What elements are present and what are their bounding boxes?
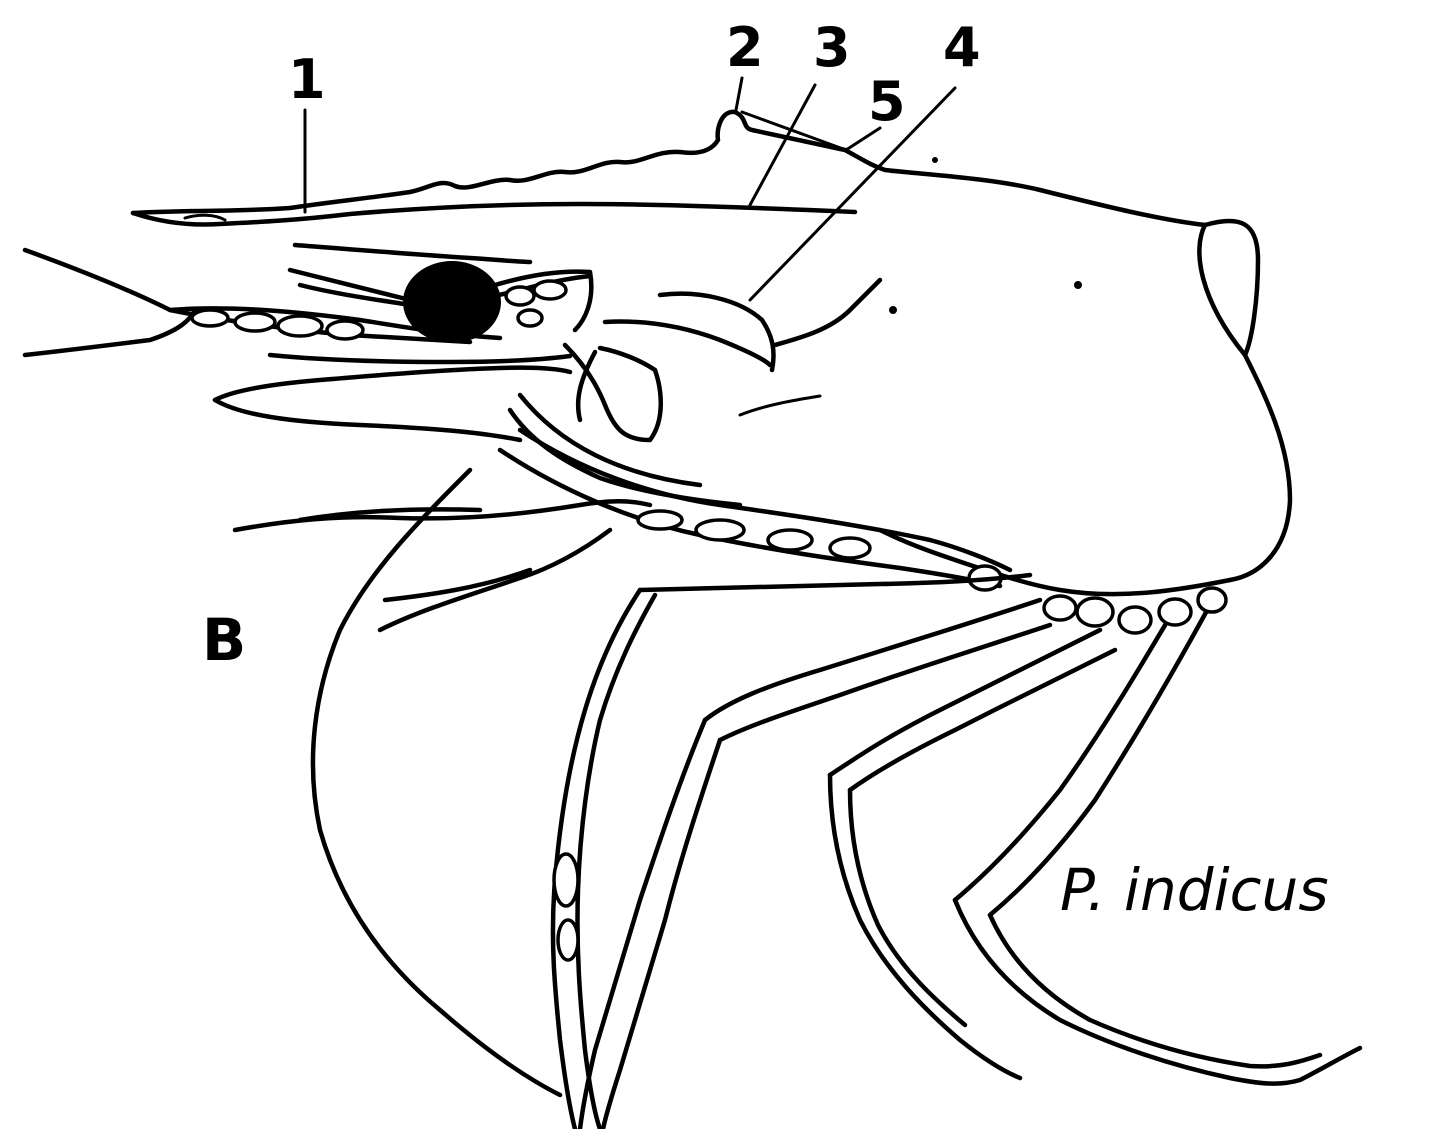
- mouthpart-2: [520, 395, 700, 485]
- maxilliped-lower: [500, 450, 1000, 586]
- leg-1-seg-2: [558, 920, 578, 960]
- species-label: P. indicus: [1060, 856, 1329, 924]
- leg-2-upper: [705, 600, 1040, 720]
- antennule-seg-3: [278, 316, 322, 336]
- leg-3-seg-2: [1119, 607, 1151, 633]
- eyestalk-seg-1: [506, 287, 534, 305]
- speck-1: [1075, 282, 1081, 288]
- maxilliped-seg-2: [696, 520, 744, 540]
- antennule-lower: [25, 310, 195, 355]
- legs: [235, 430, 1360, 1129]
- carapace-posterior-margin: [1205, 221, 1290, 580]
- speck-3: [933, 158, 937, 162]
- pereiopod-forward: [235, 501, 650, 530]
- leg-2-lower: [580, 720, 705, 1129]
- rostral-tip: [185, 215, 225, 220]
- leg-3-tibia: [830, 775, 1020, 1078]
- leg-4-lower-b: [990, 915, 1320, 1066]
- antennule-seg-2: [235, 313, 275, 331]
- leg-4-lower: [955, 900, 1360, 1084]
- leg-2-seg-1: [1044, 596, 1076, 620]
- leg-3-seg-1: [1077, 598, 1113, 626]
- leader-2: [736, 78, 742, 110]
- maxilliped-seg-1: [638, 511, 682, 529]
- compound-eye: [404, 262, 500, 342]
- maxilliped-seg-3: [768, 530, 812, 550]
- callout-2: 2: [726, 16, 764, 79]
- antennule-seg-4: [327, 321, 363, 339]
- callout-leaders: [305, 78, 955, 300]
- leg-1-back: [577, 595, 655, 1129]
- callout-5: 5: [868, 70, 906, 133]
- antennule-seg-1: [192, 310, 228, 326]
- callout-1: 1: [288, 48, 326, 111]
- antenna-lower-2: [215, 400, 520, 440]
- antenna-lower-3: [270, 355, 570, 362]
- antenna-lower: [215, 368, 570, 400]
- antenna-mid: [295, 245, 530, 262]
- leader-3: [750, 85, 815, 205]
- groove-4: [740, 396, 820, 415]
- rostrum-dorsal-edge: [133, 112, 1205, 225]
- pereiopod-lowfwd-2: [385, 570, 530, 600]
- eyestalk-seg-3: [518, 310, 542, 326]
- leg-2-lower-b: [603, 740, 720, 1129]
- leader-4: [750, 88, 955, 300]
- mouthpart-3: [510, 410, 740, 505]
- eyestalk-seg-2: [534, 281, 566, 299]
- leg-1-seg-1: [554, 854, 578, 906]
- panel-label: B: [202, 606, 246, 674]
- carapace-oval: [1199, 225, 1245, 355]
- leg-4-seg-2: [1198, 588, 1226, 612]
- groove-2: [775, 280, 880, 345]
- speck-2: [890, 307, 896, 313]
- labels: 1 2 3 4 5 B P. indicus: [202, 16, 1329, 924]
- eye: [404, 262, 591, 342]
- maxilliped-seg-4: [830, 538, 870, 558]
- front-body-curve: [313, 470, 560, 1095]
- callout-4: 4: [943, 16, 981, 79]
- leg-4-seg-1: [1159, 599, 1191, 625]
- rostrum-ventral-edge: [133, 204, 855, 225]
- leg-2-upper-b: [720, 625, 1050, 740]
- callout-3: 3: [813, 16, 851, 79]
- antennules: [25, 245, 590, 440]
